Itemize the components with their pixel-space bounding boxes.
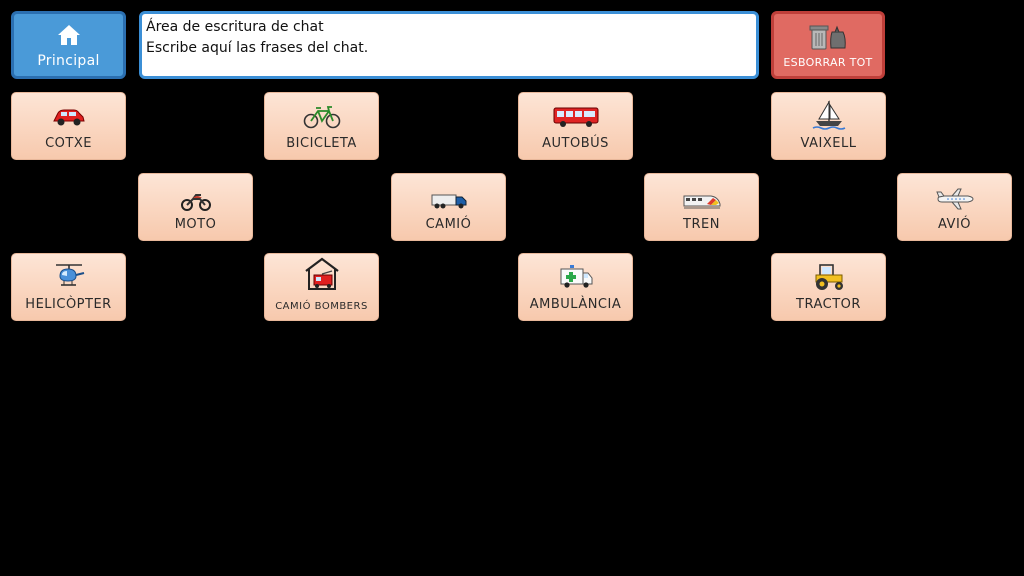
fire-truck-icon bbox=[265, 257, 378, 290]
bicycle-icon bbox=[265, 102, 378, 132]
tile-moto[interactable]: MOTO bbox=[138, 173, 253, 241]
tile-tren[interactable]: TREN bbox=[644, 173, 759, 241]
chat-line-title: Área de escritura de chat bbox=[146, 19, 324, 35]
bus-icon bbox=[519, 102, 632, 132]
clear-all-button[interactable]: ESBORRAR TOT bbox=[771, 11, 885, 79]
tile-label: TRACTOR bbox=[796, 297, 861, 312]
tile-camio[interactable]: CAMIÓ bbox=[391, 173, 506, 241]
tile-label: TREN bbox=[683, 217, 720, 232]
tile-vaixell[interactable]: VAIXELL bbox=[771, 92, 886, 160]
sailboat-icon bbox=[772, 100, 885, 130]
home-button[interactable]: Principal bbox=[11, 11, 126, 79]
tractor-icon bbox=[772, 262, 885, 292]
tile-tractor[interactable]: TRACTOR bbox=[771, 253, 886, 321]
trash-icon bbox=[808, 24, 848, 54]
tile-label: COTXE bbox=[45, 136, 92, 151]
car-icon bbox=[12, 102, 125, 132]
tile-camio-bombers[interactable]: CAMIÓ BOMBERS bbox=[264, 253, 379, 321]
tile-bicicleta[interactable]: BICICLETA bbox=[264, 92, 379, 160]
tile-label: BICICLETA bbox=[286, 136, 357, 151]
home-button-label: Principal bbox=[37, 53, 100, 69]
chat-text-area[interactable]: Área de escritura de chat Escribe aquí l… bbox=[139, 11, 759, 79]
tile-label: AUTOBÚS bbox=[542, 136, 609, 151]
motorcycle-icon bbox=[139, 186, 252, 216]
train-icon bbox=[645, 186, 758, 216]
truck-icon bbox=[392, 186, 505, 216]
tile-ambulancia[interactable]: AMBULÀNCIA bbox=[518, 253, 633, 321]
chat-line-hint: Escribe aquí las frases del chat. bbox=[146, 40, 369, 56]
tile-label: CAMIÓ BOMBERS bbox=[275, 301, 368, 312]
tile-label: AVIÓ bbox=[937, 217, 972, 232]
tile-label: VAIXELL bbox=[800, 136, 857, 151]
tile-avio[interactable]: AVIÓ bbox=[897, 173, 1012, 241]
tile-label: MOTO bbox=[174, 217, 217, 232]
airplane-icon bbox=[898, 184, 1011, 214]
tile-autobus[interactable]: AUTOBÚS bbox=[518, 92, 633, 160]
tile-label: AMBULÀNCIA bbox=[529, 297, 622, 312]
tile-label: CAMIÓ bbox=[425, 217, 472, 232]
clear-all-label: ESBORRAR TOT bbox=[783, 56, 873, 69]
tile-cotxe[interactable]: COTXE bbox=[11, 92, 126, 160]
home-icon bbox=[57, 24, 81, 50]
tile-helicopter[interactable]: HELICÒPTER bbox=[11, 253, 126, 321]
helicopter-icon bbox=[12, 261, 125, 291]
tile-label: HELICÒPTER bbox=[25, 297, 112, 312]
ambulance-icon bbox=[519, 262, 632, 292]
